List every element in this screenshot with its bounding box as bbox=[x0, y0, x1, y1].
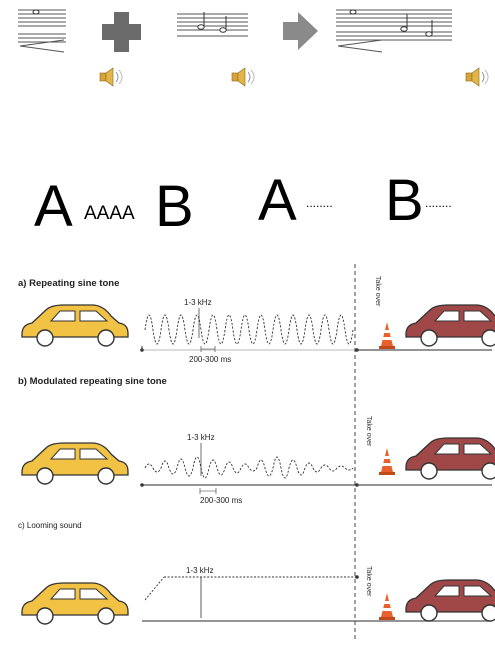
panel-c-title: c) Looming sound bbox=[18, 521, 82, 530]
panel-b-title: b) Modulated repeating sine tone bbox=[18, 376, 167, 387]
staff-right bbox=[336, 9, 452, 53]
speaker-icon[interactable] bbox=[465, 67, 489, 87]
staff-left bbox=[18, 9, 66, 53]
traffic-cone bbox=[379, 448, 395, 475]
panel-a-frequency: 1-3 kHz bbox=[184, 298, 212, 307]
speaker-icon[interactable] bbox=[99, 67, 123, 87]
panel-b-takeover-label: Take over bbox=[365, 416, 372, 447]
letter-a-repeated: AAAA bbox=[84, 203, 135, 224]
lead-car bbox=[405, 579, 495, 622]
panel-a-title: a) Repeating sine tone bbox=[18, 278, 119, 289]
panel-c-frequency: 1-3 kHz bbox=[186, 566, 214, 575]
arrow-right-icon bbox=[283, 12, 318, 50]
speaker-icon[interactable] bbox=[231, 67, 255, 87]
panel-a-takeover-label: Take over bbox=[374, 276, 381, 307]
letter-a-big-2: A bbox=[258, 168, 297, 233]
dots-after-a: ........ bbox=[306, 196, 333, 210]
plus-icon bbox=[102, 12, 141, 52]
own-car bbox=[21, 304, 129, 347]
own-car bbox=[21, 582, 129, 625]
letter-b-big: B bbox=[155, 174, 194, 239]
panel-a-wave bbox=[144, 314, 354, 345]
panel-b-wave bbox=[144, 456, 354, 479]
panel-c-takeover-label: Take over bbox=[365, 566, 372, 597]
staff-middle bbox=[177, 12, 248, 37]
letter-b-big-2: B bbox=[385, 168, 424, 233]
lead-car bbox=[405, 437, 495, 480]
lead-car bbox=[405, 304, 495, 347]
panel-b-interval: 200-300 ms bbox=[200, 496, 242, 505]
panel-b-frequency: 1-3 kHz bbox=[187, 433, 215, 442]
dots-after-b: ........ bbox=[425, 196, 452, 210]
own-car bbox=[21, 442, 129, 485]
letter-a-big: A bbox=[34, 174, 73, 239]
traffic-cone bbox=[379, 593, 395, 620]
panel-a-interval: 200-300 ms bbox=[189, 355, 231, 364]
panel-c-ramp bbox=[144, 576, 165, 601]
traffic-cone bbox=[379, 322, 395, 349]
